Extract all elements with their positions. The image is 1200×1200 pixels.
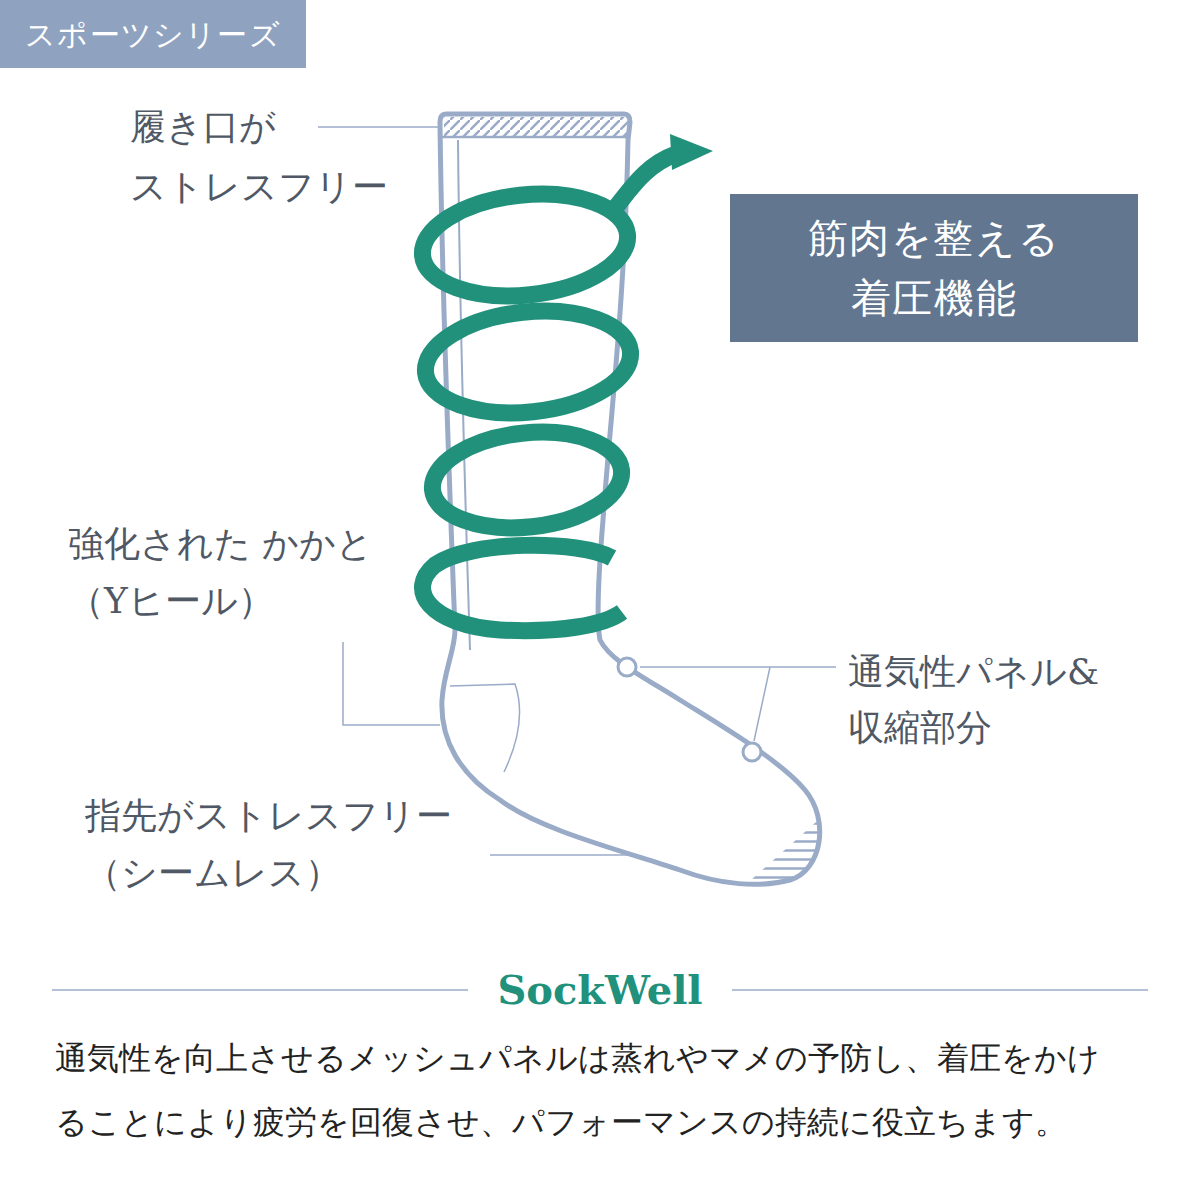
leader-line [754, 667, 770, 741]
leader-line [318, 126, 440, 128]
divider-line [52, 989, 468, 991]
compression-spiral [417, 154, 676, 631]
feature-label: 強化された かかと（Yヒール） [68, 515, 413, 629]
spiral-ring [428, 423, 627, 536]
toe-hatch [742, 805, 835, 888]
series-tag: スポーツシリーズ [0, 0, 306, 68]
divider-line [732, 989, 1148, 991]
spiral-ring [423, 545, 622, 630]
spiral-ring [417, 185, 632, 306]
leader-line [343, 642, 440, 725]
cuff-line [442, 136, 628, 139]
feature-label: 通気性パネル& 収縮部分 [848, 644, 1148, 756]
spiral-arrow-stem [612, 154, 676, 212]
box-text: 筋肉を整える 着圧機能 [784, 208, 1084, 328]
box-text: スポーツシリーズ [25, 12, 281, 57]
feature-box: 筋肉を整える 着圧機能 [730, 194, 1138, 342]
leader-line [640, 666, 836, 668]
marker-dot [618, 658, 636, 676]
panel-markers [618, 658, 761, 761]
cuff-hatch [444, 117, 628, 137]
feature-label: 履き口が ストレスフリー [130, 97, 415, 217]
brand-logo: SockWell [487, 962, 712, 1018]
spiral-ring [420, 302, 635, 423]
feature-label: 指先がストレスフリー （シームレス） [85, 787, 485, 901]
heel-line [450, 684, 520, 772]
marker-dot [743, 743, 761, 761]
spiral-arrowhead [670, 134, 713, 170]
description-text: 通気性を向上させるメッシュパネルは蒸れやマメの予防し、着圧をかけ ることにより疲… [55, 1026, 1165, 1154]
